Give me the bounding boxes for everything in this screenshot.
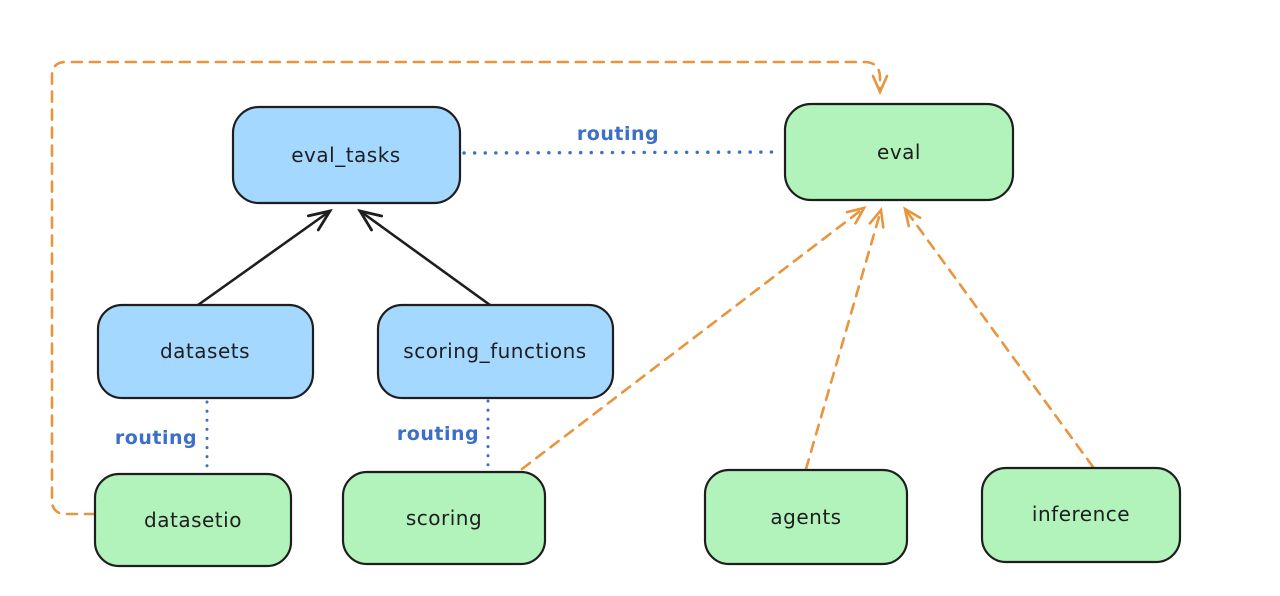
node-eval-tasks-label: eval_tasks — [291, 143, 400, 167]
node-inference-label: inference — [1032, 502, 1130, 526]
edge-scoring-to-eval-dashed — [520, 206, 867, 471]
node-agents-box — [703, 468, 909, 566]
node-datasets-box — [96, 303, 315, 400]
node-inference: inference — [980, 466, 1182, 564]
node-datasetio: datasetio — [93, 472, 293, 568]
node-scoring-label: scoring — [406, 506, 482, 530]
node-agents: agents — [703, 468, 909, 566]
node-eval: eval — [783, 102, 1015, 202]
routing-label-datasets-datasetio: routing — [115, 427, 197, 449]
node-scoring: scoring — [341, 470, 547, 566]
routing-label-eval-tasks-eval: routing — [577, 123, 659, 145]
node-scoring-box — [341, 470, 547, 566]
edge-scoring-functions-to-eval-tasks — [360, 211, 492, 307]
node-eval-tasks: eval_tasks — [231, 105, 462, 205]
node-datasets: datasets — [96, 303, 315, 400]
node-inference-box — [980, 466, 1182, 564]
node-scoring-functions: scoring_functions — [376, 303, 615, 400]
node-datasetio-label: datasetio — [144, 508, 242, 532]
node-eval-tasks-box — [231, 105, 462, 205]
edge-inference-to-eval-dashed — [903, 206, 1095, 469]
node-agents-label: agents — [770, 505, 841, 529]
edge-datasetio-to-eval-dashed — [50, 60, 889, 516]
node-eval-box — [783, 102, 1015, 202]
edge-datasets-to-eval-tasks — [196, 211, 330, 307]
edge-agents-to-eval-dashed — [804, 206, 885, 471]
node-eval-label: eval — [877, 140, 921, 164]
node-datasets-label: datasets — [160, 339, 250, 363]
node-scoring-functions-label: scoring_functions — [403, 339, 586, 363]
node-datasetio-box — [93, 472, 293, 568]
node-scoring-functions-box — [376, 303, 615, 400]
routing-label-scoring-functions-scoring: routing — [397, 423, 479, 445]
edge-eval-tasks-to-eval-dotted — [462, 150, 783, 155]
